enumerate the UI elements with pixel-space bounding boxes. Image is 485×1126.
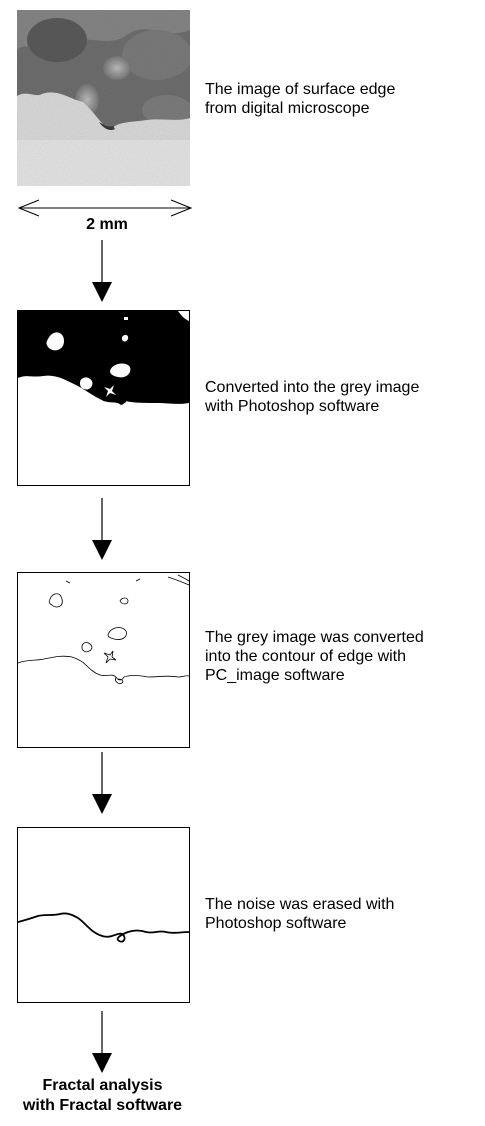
down-arrow-4 bbox=[92, 1011, 112, 1073]
step-1-line-2: from digital microscope bbox=[205, 100, 370, 117]
down-arrow-3 bbox=[92, 752, 112, 814]
step-3-description: The grey image was converted into the co… bbox=[205, 628, 424, 685]
grey-image-graphic bbox=[18, 311, 189, 485]
contour-image bbox=[17, 572, 190, 748]
step-3-line-1: The grey image was converted bbox=[205, 629, 424, 646]
scale-bar-label: 2 mm bbox=[86, 216, 128, 233]
final-step-label: Fractal analysis with Fractal software bbox=[0, 1076, 205, 1116]
microscope-image bbox=[17, 10, 190, 186]
scale-bar-arrow bbox=[17, 199, 193, 217]
microscope-photo-graphic bbox=[17, 10, 190, 186]
step-1-line-1: The image of surface edge bbox=[205, 81, 396, 98]
step-2-line-2: with Photoshop software bbox=[205, 398, 380, 415]
step-4-line-1: The noise was erased with bbox=[205, 896, 395, 913]
down-arrow-2 bbox=[92, 498, 112, 560]
down-arrow-1 bbox=[92, 240, 112, 302]
step-2-description: Converted into the grey image with Photo… bbox=[205, 378, 419, 416]
cleaned-edge-image bbox=[17, 827, 190, 1003]
grey-image bbox=[17, 310, 190, 486]
step-2-line-1: Converted into the grey image bbox=[205, 379, 420, 396]
final-line-1: Fractal analysis bbox=[42, 1077, 163, 1094]
step-1-description: The image of surface edge from digital m… bbox=[205, 80, 395, 118]
step-3-line-3: PC_image software bbox=[205, 667, 345, 684]
step-3-line-2: into the contour of edge with bbox=[205, 648, 407, 665]
contour-image-graphic bbox=[18, 573, 189, 747]
step-4-line-2: Photoshop software bbox=[205, 915, 347, 932]
cleaned-edge-graphic bbox=[18, 828, 189, 1002]
step-4-description: The noise was erased with Photoshop soft… bbox=[205, 895, 394, 933]
final-line-2: with Fractal software bbox=[22, 1097, 183, 1114]
